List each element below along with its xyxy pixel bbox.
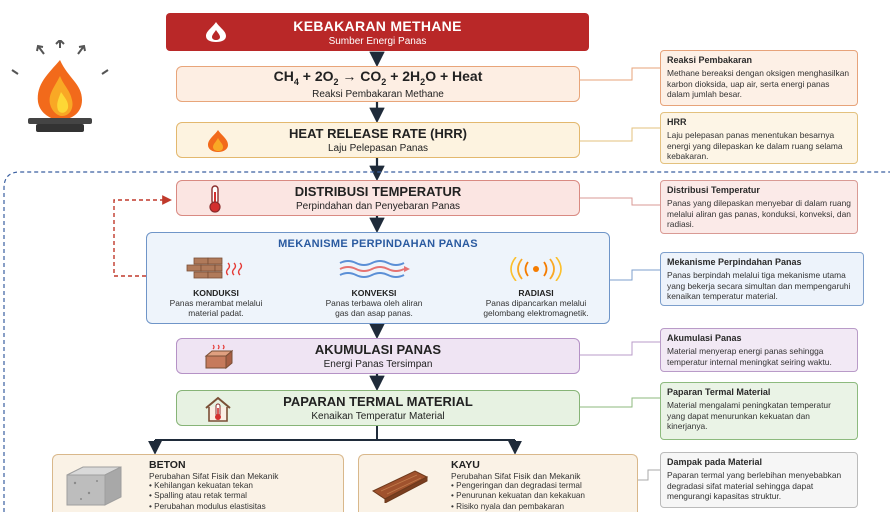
hrr-subtitle: Laju Pelepasan Panas <box>327 143 429 154</box>
concrete-effects: Kehilangan kekuatan tekan Spalling atau … <box>149 481 339 512</box>
exposure-box: PAPARAN TERMAL MATERIAL Kenaikan Tempera… <box>176 390 580 426</box>
note-title: Paparan Termal Material <box>667 387 771 397</box>
list-item: Penurunan kekuatan dan kekakuan <box>451 491 635 501</box>
accumulation-title: AKUMULASI PANAS <box>314 342 442 357</box>
wood-title: KAYU <box>451 459 480 471</box>
note-body: Panas yang dilepaskan menyebar di dalam … <box>667 198 851 230</box>
note-title: HRR <box>667 117 687 127</box>
wood-subtitle: Perubahan Sifat Fisik dan Mekanik <box>451 471 581 481</box>
note-connector-3 <box>580 197 660 206</box>
hrr-box: HEAT RELEASE RATE (HRR) Laju Pelepasan P… <box>176 122 580 158</box>
mechanism-box: MEKANISME PERPINDAHAN PANAS KONDUKSI Pan… <box>146 232 610 324</box>
wood-effects: Pengeringan dan degradasi termal Penurun… <box>451 481 635 512</box>
note-connector-5 <box>580 341 660 356</box>
note-body: Laju pelepasan panas menentukan besarnya… <box>667 130 843 162</box>
note-connector-6 <box>580 397 660 408</box>
list-item: Risiko nyala dan pembakaran <box>451 502 635 512</box>
distribution-title: DISTRIBUSI TEMPERATUR <box>294 184 462 199</box>
note-accumulation: Akumulasi Panas Material menyerap energi… <box>660 328 858 372</box>
note-body: Panas berpindah melalui tiga mekanisme u… <box>667 270 851 302</box>
note-distribution: Distribusi Temperatur Panas yang dilepas… <box>660 180 858 234</box>
heated-block-icon <box>203 344 234 375</box>
hrr-title: HEAT RELEASE RATE (HRR) <box>289 126 467 141</box>
fire-icon <box>205 129 231 158</box>
accumulation-box: AKUMULASI PANAS Energi Panas Tersimpan <box>176 338 580 374</box>
note-impact: Dampak pada Material Paparan termal yang… <box>660 452 858 508</box>
flame-icon <box>202 21 230 48</box>
accumulation-subtitle: Energi Panas Tersimpan <box>323 359 433 370</box>
material-concrete: BETON Perubahan Sifat Fisik dan Mekanik … <box>52 454 344 512</box>
note-title: Mekanisme Perpindahan Panas <box>667 257 802 267</box>
note-body: Material menyerap energi panas sehingga … <box>667 346 832 367</box>
header-subtitle: Sumber Energi Panas <box>328 35 427 47</box>
concrete-block-icon <box>63 463 125 512</box>
list-item: Perubahan modulus elastisitas <box>149 502 339 512</box>
convection-desc: Panas terbawa oleh aliran gas dan asap p… <box>325 298 423 319</box>
note-mechanism: Mekanisme Perpindahan Panas Panas berpin… <box>660 252 864 306</box>
header-title: KEBAKARAN METHANE <box>293 17 462 34</box>
distribution-box: DISTRIBUSI TEMPERATUR Perpindahan dan Pe… <box>176 180 580 216</box>
material-wood: KAYU Perubahan Sifat Fisik dan Mekanik P… <box>358 454 638 512</box>
concrete-subtitle: Perubahan Sifat Fisik dan Mekanik <box>149 471 279 481</box>
mechanism-conduction: KONDUKSI Panas merambat melalui material… <box>161 257 271 318</box>
mechanism-radiation: RADIASI Panas dipancarkan melalui gelomb… <box>481 256 591 319</box>
mechanism-title: MEKANISME PERPINDAHAN PANAS <box>278 238 478 250</box>
note-exposure: Paparan Termal Material Material mengala… <box>660 382 858 440</box>
distribution-subtitle: Perpindahan dan Penyebaran Panas <box>295 201 461 212</box>
note-connector-4 <box>610 269 660 281</box>
note-hrr: HRR Laju pelepasan panas menentukan besa… <box>660 112 858 164</box>
note-reaction: Reaksi Pembakaran Methane bereaksi denga… <box>660 50 858 106</box>
note-title: Distribusi Temperatur <box>667 185 760 195</box>
concrete-title: BETON <box>149 459 186 471</box>
note-body: Paparan termal yang berlebihan menyebabk… <box>667 470 842 502</box>
radiation-label: RADIASI <box>518 288 554 298</box>
house-thermometer-icon <box>203 395 233 428</box>
note-connector-1 <box>580 67 660 81</box>
wood-plank-icon <box>371 467 429 508</box>
note-connector-2 <box>580 127 660 142</box>
fire-stove-icon <box>10 38 110 140</box>
reaction-box: CH4 + 2O2 → CO2 + 2H2O + Heat Reaksi Pem… <box>176 66 580 102</box>
radiation-icon <box>481 256 591 286</box>
conduction-label: KONDUKSI <box>193 288 239 298</box>
mechanism-convection: KONVEKSI Panas terbawa oleh aliran gas d… <box>319 257 429 318</box>
note-title: Akumulasi Panas <box>667 333 742 343</box>
note-body: Methane bereaksi dengan oksigen menghasi… <box>667 68 850 100</box>
note-title: Dampak pada Material <box>667 457 763 467</box>
list-item: Spalling atau retak termal <box>149 491 339 501</box>
note-body: Material mengalami peningkatan temperatu… <box>667 400 831 432</box>
reaction-equation: CH4 + 2O2 → CO2 + 2H2O + Heat <box>273 68 483 87</box>
room-enclosure <box>3 171 890 512</box>
brick-wall-icon <box>161 257 271 286</box>
note-title: Reaksi Pembakaran <box>667 55 753 65</box>
radiation-desc: Panas dipancarkan melalui gelombang elek… <box>483 298 589 319</box>
header-banner: KEBAKARAN METHANE Sumber Energi Panas <box>166 13 589 51</box>
conduction-desc: Panas merambat melalui material padat. <box>169 298 263 319</box>
exposure-subtitle: Kenaikan Temperatur Material <box>311 411 445 422</box>
convection-waves-icon <box>319 257 429 286</box>
list-item: Kehilangan kekuatan tekan <box>149 481 339 491</box>
thermometer-icon <box>207 185 223 218</box>
feedback-loop <box>113 195 172 277</box>
reaction-subtitle: Reaksi Pembakaran Methane <box>312 88 444 100</box>
list-item: Pengeringan dan degradasi termal <box>451 481 635 491</box>
exposure-title: PAPARAN TERMAL MATERIAL <box>283 394 473 409</box>
convection-label: KONVEKSI <box>351 288 397 298</box>
note-connector-7 <box>637 469 660 481</box>
